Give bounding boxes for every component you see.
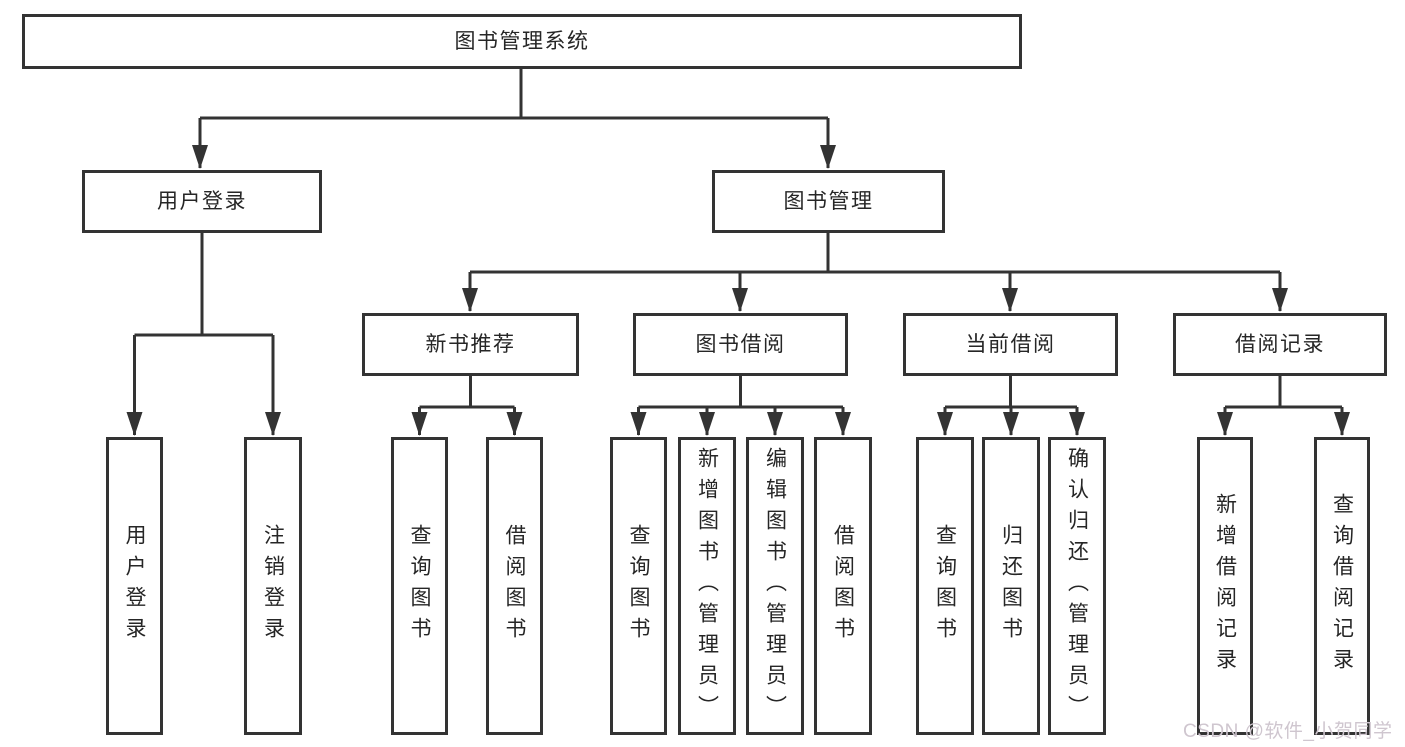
node-borrowing-records: 借阅记录: [1173, 313, 1387, 376]
connector-user-login-children: [126, 233, 281, 436]
leaf-bor-borrow-books: 借阅图书: [814, 437, 872, 735]
leaf-label: 借阅图书: [503, 524, 526, 648]
leaf-rec-borrow-books: 借阅图书: [486, 437, 543, 735]
node-book-management: 图书管理: [712, 170, 945, 233]
leaf-label: 确认归还（管理员）: [1065, 446, 1089, 726]
node-root: 图书管理系统: [22, 14, 1022, 69]
leaf-bor-query-books: 查询图书: [610, 437, 667, 735]
connector-root-to-level2: [192, 69, 836, 169]
leaf-cur-query-books: 查询图书: [916, 437, 974, 735]
leaf-rec-query-books: 查询图书: [391, 437, 448, 735]
leaf-label: 归还图书: [999, 524, 1023, 648]
leaf-label: 查询借阅记录: [1330, 493, 1354, 679]
leaf-label: 新增图书（管理员）: [695, 446, 719, 726]
leaf-label: 注销登录: [261, 524, 285, 648]
leaf-label: 查询图书: [933, 524, 957, 648]
connector-current-borrow-children: [937, 376, 1085, 436]
leaf-label: 查询图书: [408, 524, 431, 648]
leaf-label: 编辑图书（管理员）: [763, 446, 787, 726]
watermark: CSDN @软件_小贺同学: [1183, 721, 1393, 742]
node-new-book-recommend: 新书推荐: [362, 313, 579, 376]
leaf-label: 新增借阅记录: [1213, 493, 1237, 679]
node-current-borrowing: 当前借阅: [903, 313, 1118, 376]
connector-book-borrow-children: [630, 376, 851, 436]
connector-borrow-records-children: [1217, 376, 1350, 436]
leaf-log-query-record: 查询借阅记录: [1314, 437, 1370, 735]
node-user-login: 用户登录: [82, 170, 322, 233]
leaf-label: 查询图书: [627, 524, 650, 648]
node-book-borrowing: 图书借阅: [633, 313, 848, 376]
leaf-label: 借阅图书: [831, 524, 855, 648]
connector-book-mgmt-children: [462, 233, 1288, 312]
leaf-label: 用户登录: [123, 524, 146, 648]
leaf-log-add-record: 新增借阅记录: [1197, 437, 1253, 735]
leaf-bor-add-books-admin: 新增图书（管理员）: [678, 437, 736, 735]
leaf-bor-edit-books-admin: 编辑图书（管理员）: [746, 437, 804, 735]
leaf-logout: 注销登录: [244, 437, 302, 735]
leaf-cur-return-books: 归还图书: [982, 437, 1040, 735]
leaf-cur-confirm-return-admin: 确认归还（管理员）: [1048, 437, 1106, 735]
connector-new-book-rec-children: [411, 376, 523, 436]
leaf-user-login: 用户登录: [106, 437, 163, 735]
